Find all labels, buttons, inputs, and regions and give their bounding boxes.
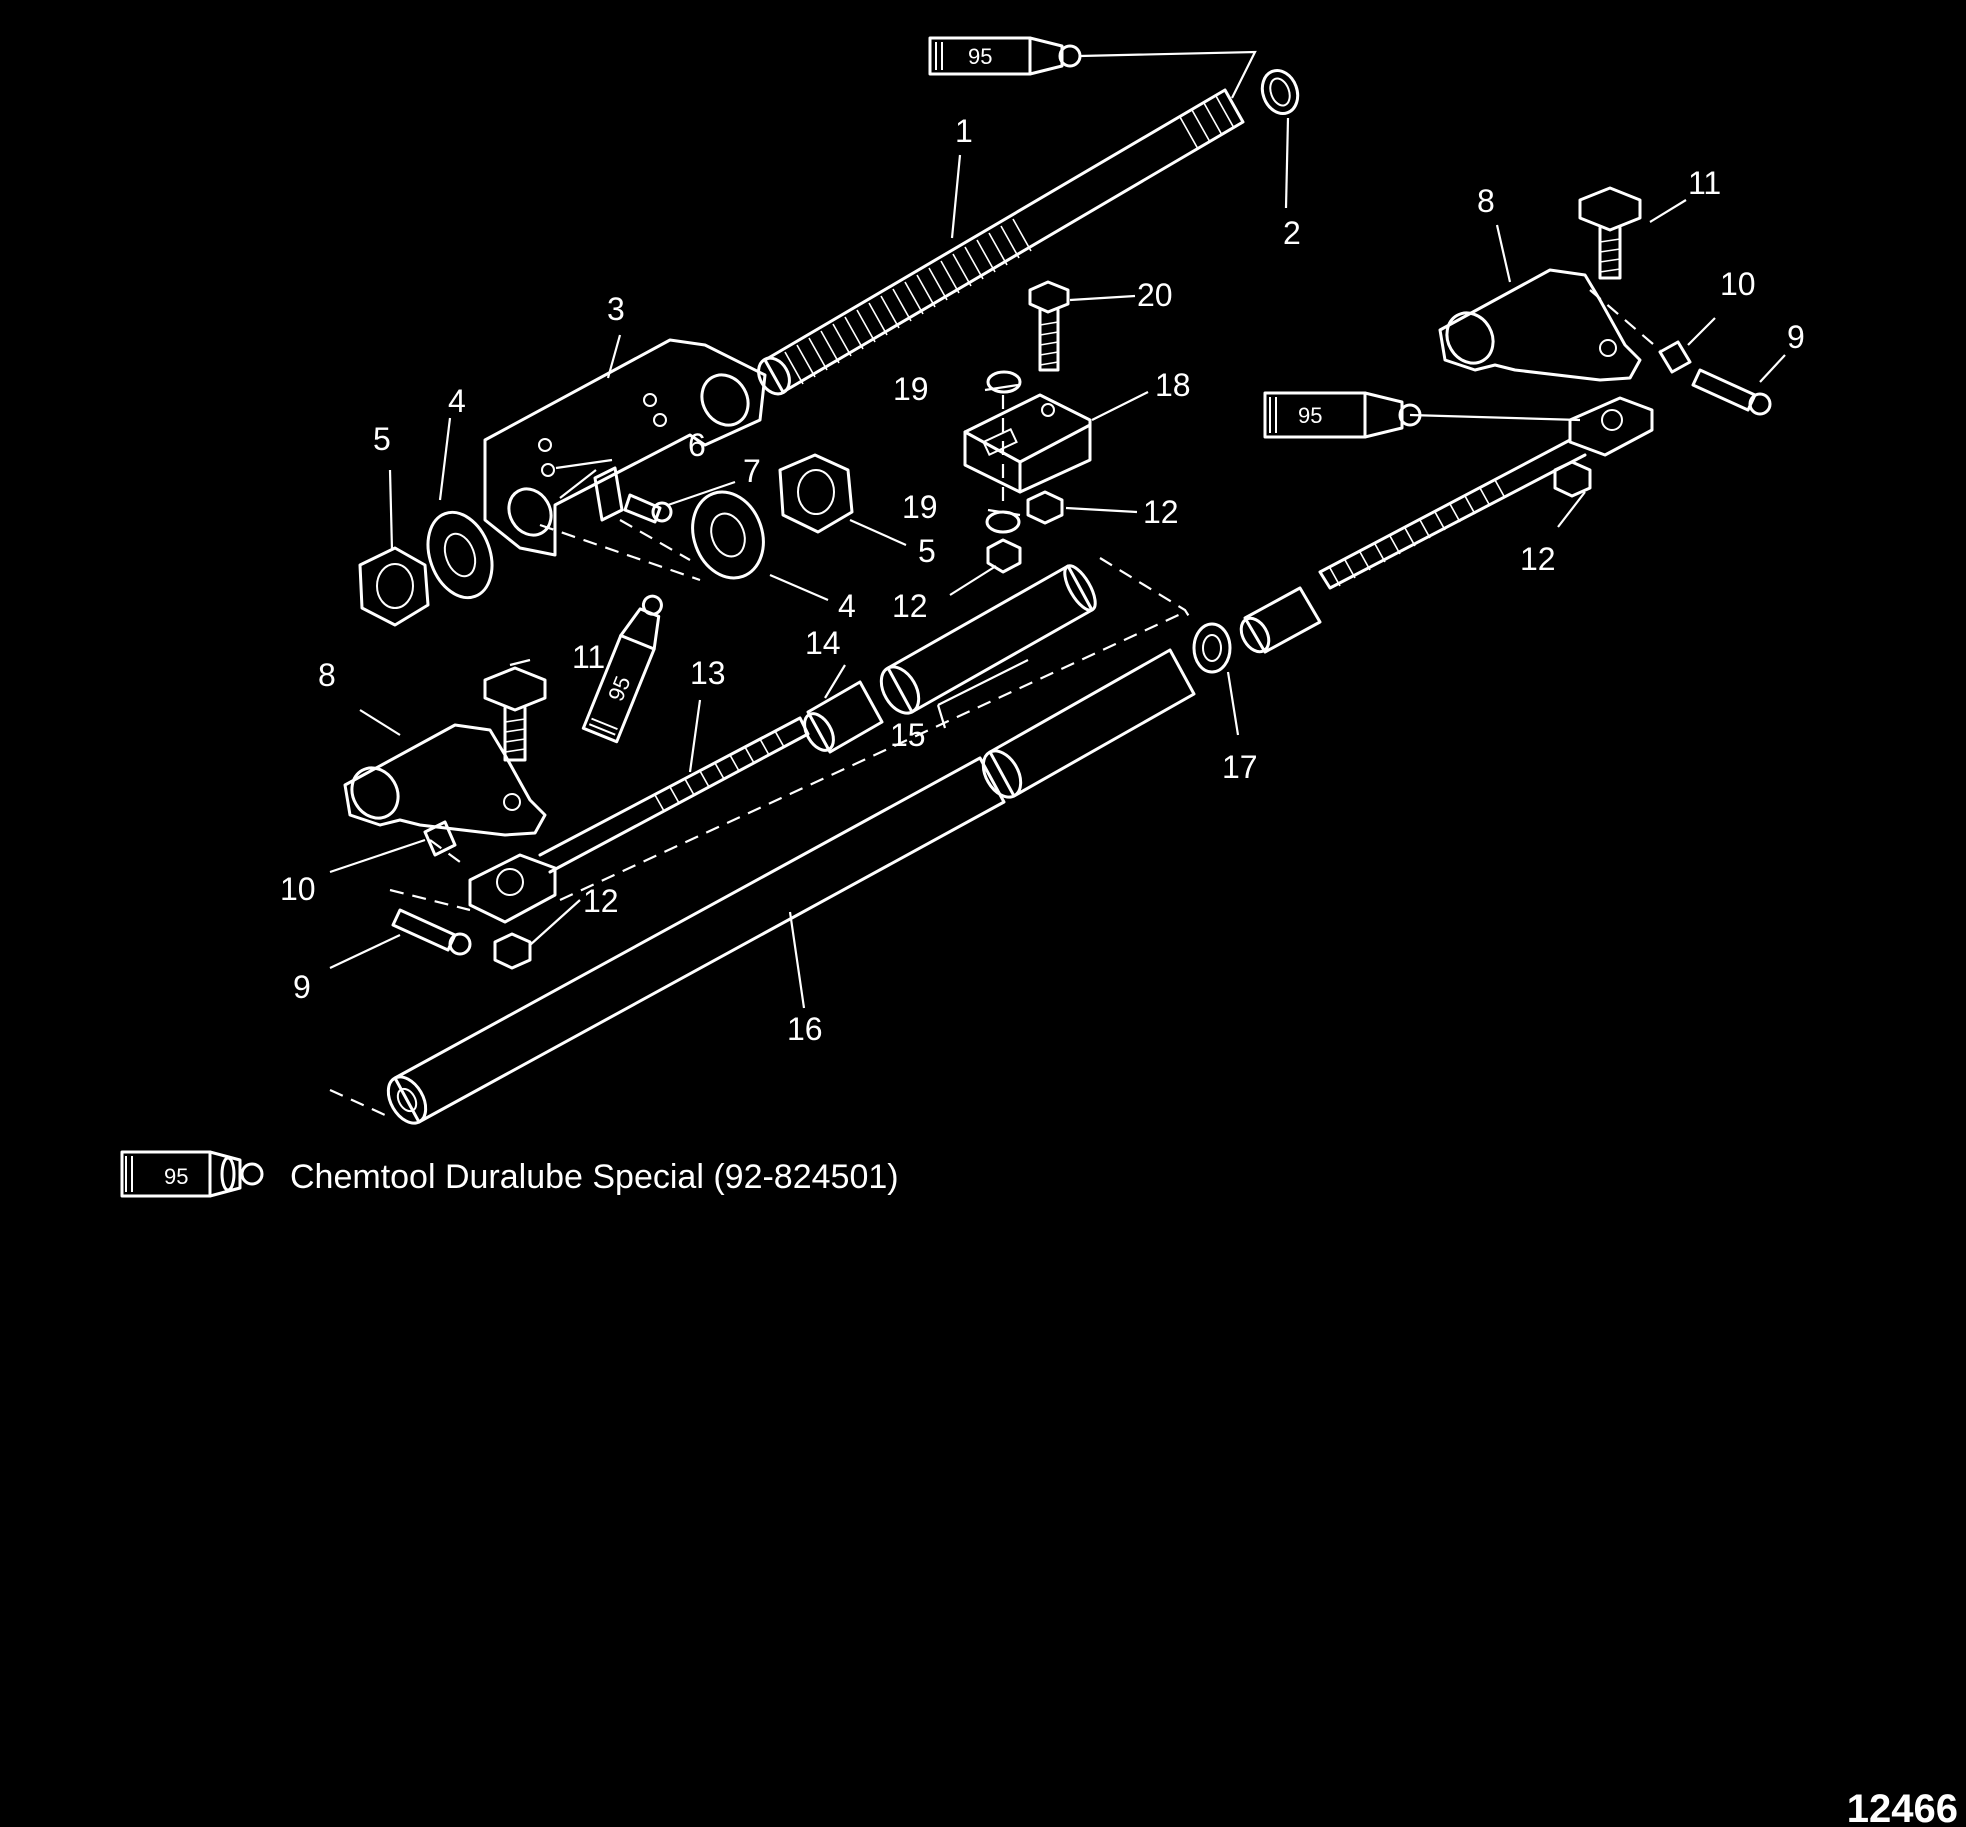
leader-lines xyxy=(329,50,1786,1009)
callout-7: 7 xyxy=(743,453,761,489)
lubricant-tube-top-label: 95 xyxy=(968,44,992,69)
legend: 95 Chemtool Duralube Special (92-824501) xyxy=(120,1150,899,1198)
callout-10-right: 10 xyxy=(1720,266,1756,302)
part-19-washer-top xyxy=(986,370,1022,394)
legend-code: 95 xyxy=(164,1164,188,1189)
part-6-plate xyxy=(593,466,624,522)
part-2-o-ring xyxy=(1260,69,1300,115)
part-4-washer-left xyxy=(426,510,494,600)
callout-12-left: 12 xyxy=(583,883,619,919)
callout-18: 18 xyxy=(1155,367,1191,403)
part-sleeve-right xyxy=(1239,586,1322,654)
callout-19-lower: 19 xyxy=(902,489,938,525)
callout-12-right: 12 xyxy=(1520,541,1556,577)
part-15-tube-lower xyxy=(981,648,1196,799)
part-17-nut xyxy=(1192,622,1232,674)
lubricant-tube-right-label: 95 xyxy=(1298,403,1322,428)
callout-numbers: 1 2 3 4 5 6 7 5 4 20 19 18 19 12 12 8 11… xyxy=(280,113,1805,1047)
callout-4-upper: 4 xyxy=(448,383,466,419)
part-8-bracket-right xyxy=(1438,268,1642,382)
part-18-clamp-block xyxy=(963,393,1092,494)
callout-5-upper: 5 xyxy=(373,421,391,457)
callout-16: 16 xyxy=(787,1011,823,1047)
callout-11-right: 11 xyxy=(1688,165,1721,201)
part-12-nut-right xyxy=(1553,460,1592,498)
part-12-nut-block xyxy=(1026,490,1064,525)
part-8-bracket-left xyxy=(343,723,547,837)
part-10-plate-left xyxy=(423,820,457,857)
callout-11-left: 11 xyxy=(572,639,605,675)
part-3-bracket xyxy=(483,338,767,557)
part-16-long-tube xyxy=(386,756,1006,1125)
part-10-plate-right xyxy=(1658,340,1692,374)
callout-4-lower: 4 xyxy=(838,588,856,624)
callout-15: 15 xyxy=(890,717,926,753)
callout-8-left: 8 xyxy=(318,657,336,693)
part-tie-rod-end-right xyxy=(1318,396,1654,590)
part-12-nut-lower xyxy=(986,538,1022,574)
part-9-bolt-left xyxy=(391,908,472,956)
part-9-bolt-right xyxy=(1691,368,1772,416)
callout-8-right: 8 xyxy=(1477,183,1495,219)
alignment-lines xyxy=(329,289,1661,1117)
callout-12-block: 12 xyxy=(1143,494,1179,530)
callout-19-upper: 19 xyxy=(893,371,929,407)
callout-5-lower: 5 xyxy=(918,533,936,569)
part-1-threaded-tube xyxy=(757,88,1245,396)
part-7-screw xyxy=(623,493,673,524)
part-15-tube-upper xyxy=(879,564,1097,715)
callout-9-left: 9 xyxy=(293,969,311,1005)
callout-20: 20 xyxy=(1137,277,1173,313)
part-5-nut-left xyxy=(358,546,430,627)
callout-10-left: 10 xyxy=(280,871,316,907)
callout-1: 1 xyxy=(955,113,973,149)
part-12-nut-left xyxy=(493,932,532,970)
lubricant-tube-top: 95 xyxy=(928,36,1082,76)
figure-number: 12466 xyxy=(1847,1787,1958,1827)
part-11-bolt-right xyxy=(1578,186,1642,280)
callout-12-lower: 12 xyxy=(892,588,928,624)
lubricant-tube-left-label: 95 xyxy=(603,673,635,705)
part-14-sleeve xyxy=(803,680,884,754)
callout-17: 17 xyxy=(1222,749,1258,785)
callout-2: 2 xyxy=(1283,215,1301,251)
legend-description: Chemtool Duralube Special (92-824501) xyxy=(290,1158,899,1196)
callout-6: 6 xyxy=(688,427,706,463)
part-4-washer-right xyxy=(691,490,765,580)
callout-9-right: 9 xyxy=(1787,319,1805,355)
part-20-bolt xyxy=(1028,280,1070,372)
lubricant-tube-right: 95 xyxy=(1263,391,1422,439)
part-11-bolt-left xyxy=(483,666,547,762)
part-13-tie-rod xyxy=(468,716,810,924)
part-5-nut-right xyxy=(778,453,854,534)
callout-14: 14 xyxy=(805,625,841,661)
callout-3: 3 xyxy=(607,291,625,327)
callout-13: 13 xyxy=(690,655,726,691)
